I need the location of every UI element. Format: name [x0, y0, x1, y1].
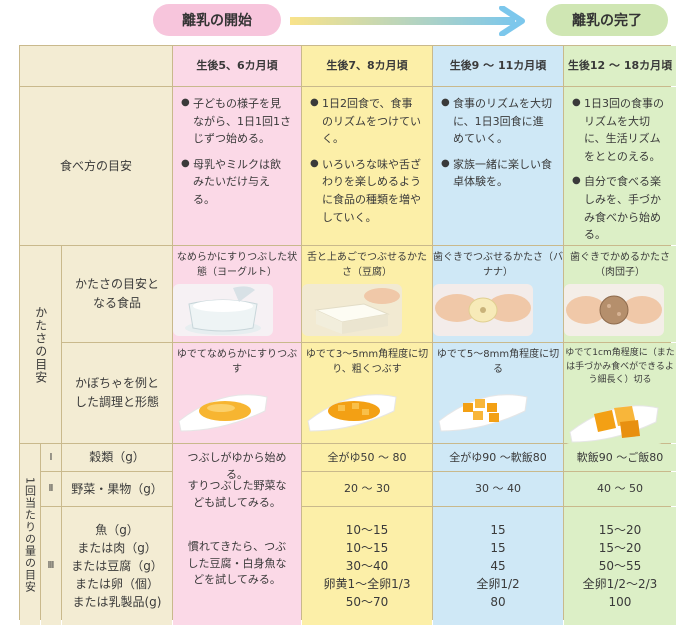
veg-9-11: 30 ～ 40 — [433, 472, 563, 506]
col-header-5-6: 生後5、6カ月頃 — [173, 46, 301, 86]
header-corner — [20, 46, 172, 86]
roman-3: Ⅲ — [41, 507, 61, 625]
pumpkin-puree-photo-icon — [173, 381, 273, 433]
grain-12-18: 軟飯90 ～ご飯80 — [564, 444, 676, 471]
pumpkin-cell: ゆでてなめらかにすりつぶす — [173, 343, 301, 443]
grain-label: 穀類（g） — [62, 444, 172, 471]
pumpkin-cell: ゆでて3～5mm角程度に切り、粗くつぶす — [302, 343, 432, 443]
banana-photo-icon — [433, 284, 533, 336]
weaning-table: 生後5、6カ月頃 生後7、8カ月頃 生後9 ～ 11カ月頃 生後12 ～ 18カ… — [19, 45, 676, 625]
hardness-food-label: かたさの目安となる食品 — [62, 246, 172, 342]
first-stage-amount-cell: つぶしがゆから始める。 すりつぶした野菜なども試してみる。 慣れてきたら、つぶし… — [173, 444, 301, 625]
pumpkin-cell: ゆでて5～8mm角程度に切る — [433, 343, 563, 443]
protein-label: 魚（g） または肉（g） または豆腐（g） または卵（個） または乳製品(g) — [62, 507, 172, 625]
tofu-photo-icon — [302, 284, 402, 336]
hardness-food-cell: なめらかにすりつぶした状態（ヨーグルト） — [173, 246, 301, 342]
pumpkin-diced-photo-icon — [433, 381, 533, 433]
eating-guide-cell: 1日2回食で、食事のリズムをつけていく。いろいろな味や舌ざわりを楽しめるように食… — [302, 87, 432, 245]
pumpkin-cell: ゆでて1cm角程度に（または手づかみ食べができるよう細長く）切る — [564, 343, 676, 444]
pumpkin-cubes-photo-icon — [564, 391, 664, 444]
roman-2: Ⅱ — [41, 472, 61, 506]
eating-guide-cell: 食事のリズムを大切に、1日3回食に進めていく。家族一緒に楽しい食卓体験を。 — [433, 87, 563, 245]
eating-guide-cell: 子どもの様子を見ながら、1日1回1さじずつ始める。母乳やミルクは飲みたいだけ与え… — [173, 87, 301, 245]
weaning-end-badge: 離乳の完了 — [546, 4, 668, 36]
hardness-food-cell: 歯ぐきでつぶせるかたさ（バナナ） — [433, 246, 563, 342]
veg-label: 野菜・果物（g） — [62, 472, 172, 506]
pumpkin-label: かぼちゃを例とした調理と形態 — [62, 343, 172, 443]
col-header-9-11: 生後9 ～ 11カ月頃 — [433, 46, 563, 86]
weaning-start-badge: 離乳の開始 — [153, 4, 281, 36]
pumpkin-mashed-photo-icon — [302, 381, 402, 433]
hardness-food-cell: 歯ぐきでかめるかたさ（肉団子） — [564, 246, 676, 342]
col-header-12-18: 生後12 ～ 18カ月頃 — [564, 46, 676, 86]
veg-7-8: 20 ～ 30 — [302, 472, 432, 506]
col-header-7-8: 生後7、8カ月頃 — [302, 46, 432, 86]
amount-group-label: 1回当たりの量の目安 — [20, 444, 40, 625]
progress-arrow-icon — [290, 6, 525, 36]
eating-guide-label: 食べ方の目安 — [20, 87, 172, 245]
hardness-group-label: かたさの目安 — [20, 246, 61, 443]
grain-7-8: 全がゆ50 ～ 80 — [302, 444, 432, 471]
veg-12-18: 40 ～ 50 — [564, 472, 676, 506]
eating-guide-cell: 1日3回の食事のリズムを大切に、生活リズムをととのえる。自分で食べる楽しみを、手… — [564, 87, 676, 245]
hardness-food-cell: 舌と上あごでつぶせるかたさ（豆腐） — [302, 246, 432, 342]
roman-1: Ⅰ — [41, 444, 61, 471]
yogurt-photo-icon — [173, 284, 273, 336]
meatball-photo-icon — [564, 284, 664, 336]
grain-9-11: 全がゆ90 ～軟飯80 — [433, 444, 563, 471]
